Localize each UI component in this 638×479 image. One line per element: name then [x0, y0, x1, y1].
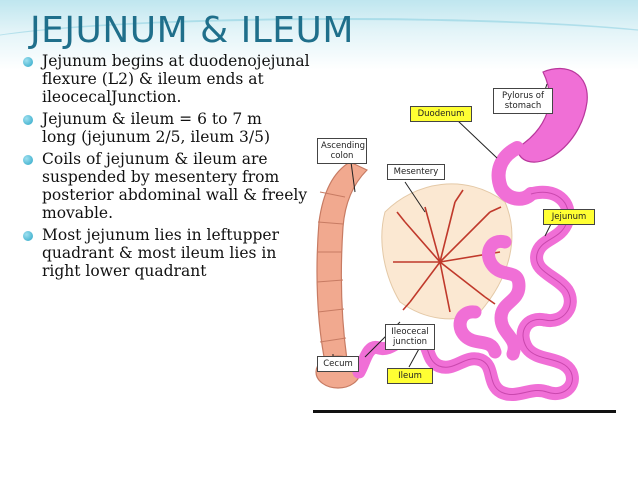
colon-haustra — [316, 191, 347, 343]
bullet-item: Coils of jejunum & ileum are suspended b… — [22, 150, 312, 222]
ileocecal-label: Ileocecal junction — [385, 324, 435, 350]
mesentery-label: Mesentery — [387, 164, 445, 180]
header-swoosh — [0, 18, 638, 78]
intestine-diagram: Duodenum Pylorus of stomach Ascending co… — [305, 62, 625, 422]
bullet-list: Jejunum begins at duodenojejunal flexure… — [22, 52, 312, 280]
duodenum-label: Duodenum — [410, 106, 472, 122]
stomach-shape — [516, 67, 588, 163]
cecum-label: Cecum — [317, 356, 359, 372]
mesentery-shape — [381, 183, 513, 320]
bullet-item: Most jejunum lies in leftupper quadrant … — [22, 226, 312, 280]
ileum-label: Ileum — [387, 368, 433, 384]
pylorus-label: Pylorus of stomach — [493, 88, 553, 114]
bullet-item: Jejunum & ileum = 6 to 7 m — [22, 110, 312, 128]
divider-line — [313, 410, 616, 413]
ascending-colon-shape — [316, 161, 369, 363]
coil-outlines — [416, 191, 573, 396]
duodenum-shape — [491, 141, 538, 206]
slide-title: JEJUNUM & ILEUM — [30, 10, 354, 51]
bullet-item: Jejunum begins at duodenojejunal flexure… — [22, 52, 312, 106]
intestine-illustration — [315, 67, 588, 402]
ascending-colon-label: Ascending colon — [317, 138, 367, 164]
jejunum-label: Jejunum — [543, 209, 595, 225]
bullet-continuation: long (jejunum 2/5, ileum 3/5) — [42, 128, 271, 146]
mesentery-vessels — [393, 189, 502, 313]
